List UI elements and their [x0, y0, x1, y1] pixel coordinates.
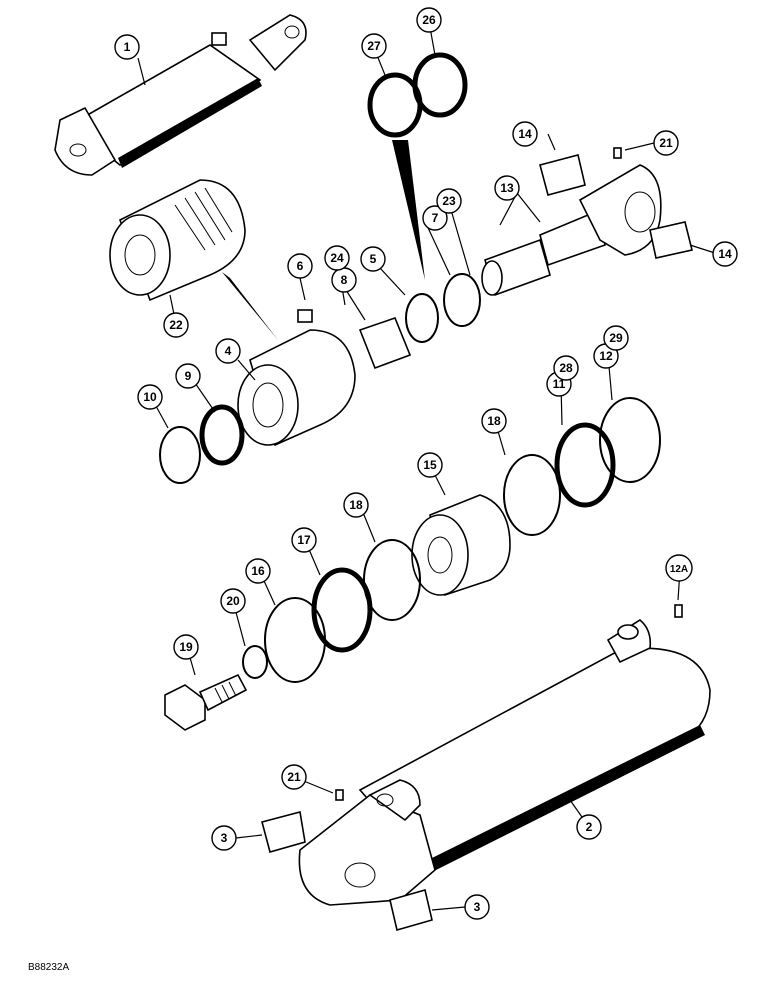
- svg-text:8: 8: [341, 273, 348, 287]
- svg-text:18: 18: [487, 414, 501, 428]
- callout-3a: 3: [211, 825, 237, 851]
- callout-4: 4: [215, 338, 241, 364]
- grease-fitting-21b: [335, 789, 344, 801]
- callout-2: 2: [576, 814, 602, 840]
- ring-part-18a: [503, 454, 561, 536]
- callout-9: 9: [175, 363, 201, 389]
- svg-text:18: 18: [349, 498, 363, 512]
- bushing-part-8: [358, 316, 412, 370]
- ring-part-12: [599, 397, 661, 483]
- ring-part-11: [554, 422, 616, 508]
- bushing-part-14a: [539, 154, 586, 196]
- svg-text:19: 19: [179, 640, 193, 654]
- svg-text:14: 14: [518, 127, 532, 141]
- svg-text:1: 1: [124, 40, 131, 54]
- barrel-part-2: [298, 619, 711, 906]
- plug-part-12a: [674, 604, 683, 618]
- callout-20: 20: [220, 588, 246, 614]
- callout-21b: 21: [653, 130, 679, 156]
- svg-text:26: 26: [422, 13, 436, 27]
- drawing-code: B88232A: [28, 962, 70, 973]
- callout-10: 10: [137, 384, 163, 410]
- callout-19: 19: [173, 634, 199, 660]
- bushing-part-3b: [389, 888, 433, 932]
- svg-text:17: 17: [297, 533, 311, 547]
- svg-text:12: 12: [599, 349, 613, 363]
- callout-6: 6: [287, 253, 313, 279]
- svg-text:3: 3: [221, 831, 228, 845]
- leader-lines: [137, 21, 719, 911]
- ring-part-5: [405, 293, 439, 343]
- callout-1: 1: [114, 34, 140, 60]
- washer-part-10: [159, 426, 201, 484]
- ring-part-17: [311, 567, 373, 653]
- svg-text:6: 6: [297, 259, 304, 273]
- svg-text:13: 13: [500, 181, 514, 195]
- svg-text:4: 4: [225, 344, 232, 358]
- callout-17: 17: [291, 527, 317, 553]
- svg-text:3: 3: [474, 900, 481, 914]
- svg-text:11: 11: [553, 377, 566, 391]
- wedge-pointer-2: [392, 140, 425, 280]
- callout-7: 7: [422, 205, 448, 231]
- callout-12a: 12A: [665, 554, 693, 582]
- callout-22: 22: [163, 312, 189, 338]
- bushing-part-13: [481, 208, 606, 297]
- svg-text:9: 9: [185, 369, 192, 383]
- ring-part-7: [443, 273, 481, 327]
- svg-text:7: 7: [432, 211, 439, 225]
- bolt-part-19: [164, 673, 248, 731]
- bushing-part-14b: [649, 221, 693, 259]
- svg-text:12A: 12A: [670, 564, 688, 575]
- gland-part-22: [109, 179, 246, 302]
- svg-text:29: 29: [609, 331, 623, 345]
- callout-28: 28: [553, 355, 579, 381]
- svg-text:28: 28: [559, 361, 573, 375]
- svg-text:14: 14: [718, 247, 732, 261]
- callout-26: 26: [416, 7, 442, 33]
- wedge-pointer: [222, 272, 278, 340]
- svg-text:27: 27: [367, 39, 381, 53]
- callout-16: 16: [245, 558, 271, 584]
- callout-14b: 14: [712, 241, 738, 267]
- svg-text:21: 21: [287, 770, 301, 784]
- callout-23: 23: [436, 188, 462, 214]
- seal-part-9: [199, 404, 245, 466]
- ring-part-16: [264, 597, 326, 683]
- callout-13: 13: [494, 175, 520, 201]
- svg-text:15: 15: [423, 458, 437, 472]
- svg-text:16: 16: [251, 564, 265, 578]
- callout-29: 29: [603, 325, 629, 351]
- grease-fitting-21a: [613, 147, 622, 159]
- callout-8: 8: [331, 267, 357, 293]
- bushing-part-3a: [261, 811, 306, 853]
- rod-eye-part: [578, 164, 662, 256]
- seal-part-26: [412, 52, 468, 118]
- piston-part-15: [411, 494, 511, 597]
- callout-24: 24: [324, 245, 350, 271]
- ring-part-18b: [363, 539, 421, 621]
- callout-18a: 18: [481, 408, 507, 434]
- callout-27: 27: [361, 33, 387, 59]
- callout-18b: 18: [343, 492, 369, 518]
- svg-text:5: 5: [370, 252, 377, 266]
- svg-text:10: 10: [143, 390, 157, 404]
- callout-3b: 3: [464, 894, 490, 920]
- cylinder-assembly-part: [54, 14, 307, 176]
- callout-21a: 21: [281, 764, 307, 790]
- gland-part-4: [237, 309, 356, 447]
- svg-text:24: 24: [330, 251, 344, 265]
- callout-15: 15: [417, 452, 443, 478]
- svg-text:2: 2: [586, 820, 593, 834]
- callout-14a: 14: [512, 121, 538, 147]
- svg-text:21: 21: [659, 136, 673, 150]
- svg-text:23: 23: [442, 194, 456, 208]
- seal-part-27: [367, 72, 423, 138]
- svg-text:22: 22: [169, 318, 183, 332]
- callout-5: 5: [360, 246, 386, 272]
- svg-text:20: 20: [226, 594, 240, 608]
- washer-part-20: [242, 645, 268, 679]
